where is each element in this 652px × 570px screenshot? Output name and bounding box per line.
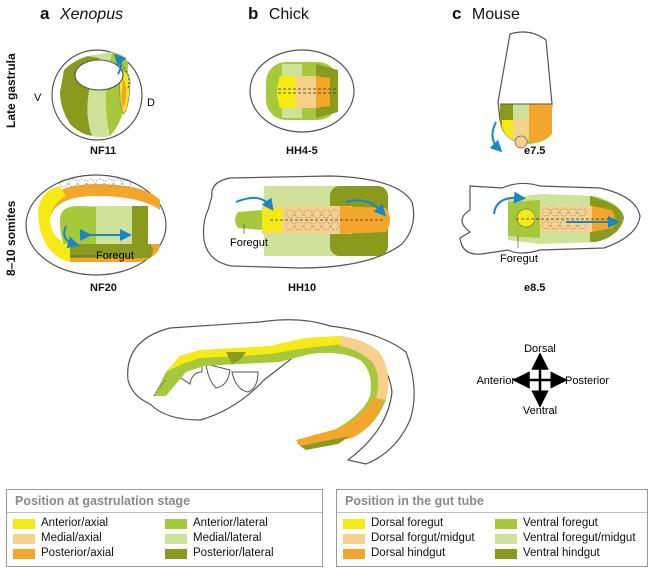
legend-title: Position at gastrulation stage <box>15 494 191 508</box>
ventral-label: V <box>34 92 42 104</box>
legend-label: Dorsal foregut <box>371 517 444 529</box>
dorsal-label: D <box>147 97 155 109</box>
panel-letter: b <box>248 4 259 23</box>
legend-label: Ventral hindgut <box>523 547 600 559</box>
legend-swatch <box>495 519 517 529</box>
xenopus-nf11-embryo <box>51 49 143 141</box>
stage-label: HH10 <box>288 282 317 294</box>
panel-letter: c <box>452 4 462 23</box>
legend-label: Medial/axial <box>41 532 102 544</box>
legend-label: Medial/lateral <box>193 532 262 544</box>
compass-dorsal-label: Dorsal <box>524 343 556 355</box>
legend-label: Dorsal forgut/midgut <box>371 532 475 544</box>
legend-swatch <box>343 534 365 544</box>
legend-swatch <box>165 549 187 559</box>
compass-posterior-label: Posterior <box>565 375 609 387</box>
compass-anterior-label: Anterior <box>476 375 515 387</box>
legend-label: Anterior/axial <box>41 517 109 529</box>
legend-label: Dorsal hindgut <box>371 547 446 559</box>
legend-swatch <box>165 534 187 544</box>
legend-divider <box>7 512 322 513</box>
panel-name: Mouse <box>471 6 520 23</box>
legend-swatch <box>165 519 187 529</box>
panel-a-header: a Xenopus <box>40 4 123 24</box>
mouse-e75-embryo <box>489 31 553 153</box>
panel-b-header: b Chick <box>248 4 309 24</box>
panel-name: Xenopus <box>59 6 124 23</box>
legend-swatch <box>343 519 365 529</box>
legend-divider <box>337 512 647 513</box>
legend-title: Position in the gut tube <box>345 494 484 508</box>
panel-letter: a <box>40 4 50 23</box>
gut-tube-embryo <box>127 319 415 465</box>
legend-label: Posterior/axial <box>41 547 114 559</box>
chick-hh10-embryo <box>202 175 415 269</box>
legend-label: Ventral foregut/midgut <box>523 532 636 544</box>
panel-c-header: c Mouse <box>452 4 520 24</box>
foregut-label: Foregut <box>500 253 538 265</box>
stage-label: HH4-5 <box>286 145 318 157</box>
stage-label: e8.5 <box>524 282 546 294</box>
legend-gastrulation: Position at gastrulation stage Anterior/… <box>6 489 323 567</box>
orientation-compass <box>512 352 568 408</box>
stage-label: NF11 <box>90 145 117 157</box>
legend-swatch <box>13 549 35 559</box>
mouse-e85-embryo <box>459 182 641 255</box>
compass-ventral-label: Ventral <box>523 405 557 417</box>
embryo-diagram: V D <box>25 31 641 465</box>
legend-swatch <box>495 534 517 544</box>
chick-hh45-embryo <box>249 49 355 133</box>
foregut-label: Foregut <box>96 250 134 262</box>
legend-label: Anterior/lateral <box>193 517 268 529</box>
legend-swatch <box>343 549 365 559</box>
legend-swatch <box>13 519 35 529</box>
legend-swatch <box>13 534 35 544</box>
stage-label: e7.5 <box>524 145 546 157</box>
stage-label: NF20 <box>90 282 117 294</box>
foregut-label: Foregut <box>230 237 268 249</box>
xenopus-nf20-embryo <box>25 174 167 276</box>
legend-swatch <box>495 549 517 559</box>
legend-label: Posterior/lateral <box>193 547 274 559</box>
legend-label: Ventral foregut <box>523 517 598 529</box>
panel-name: Chick <box>268 6 309 23</box>
